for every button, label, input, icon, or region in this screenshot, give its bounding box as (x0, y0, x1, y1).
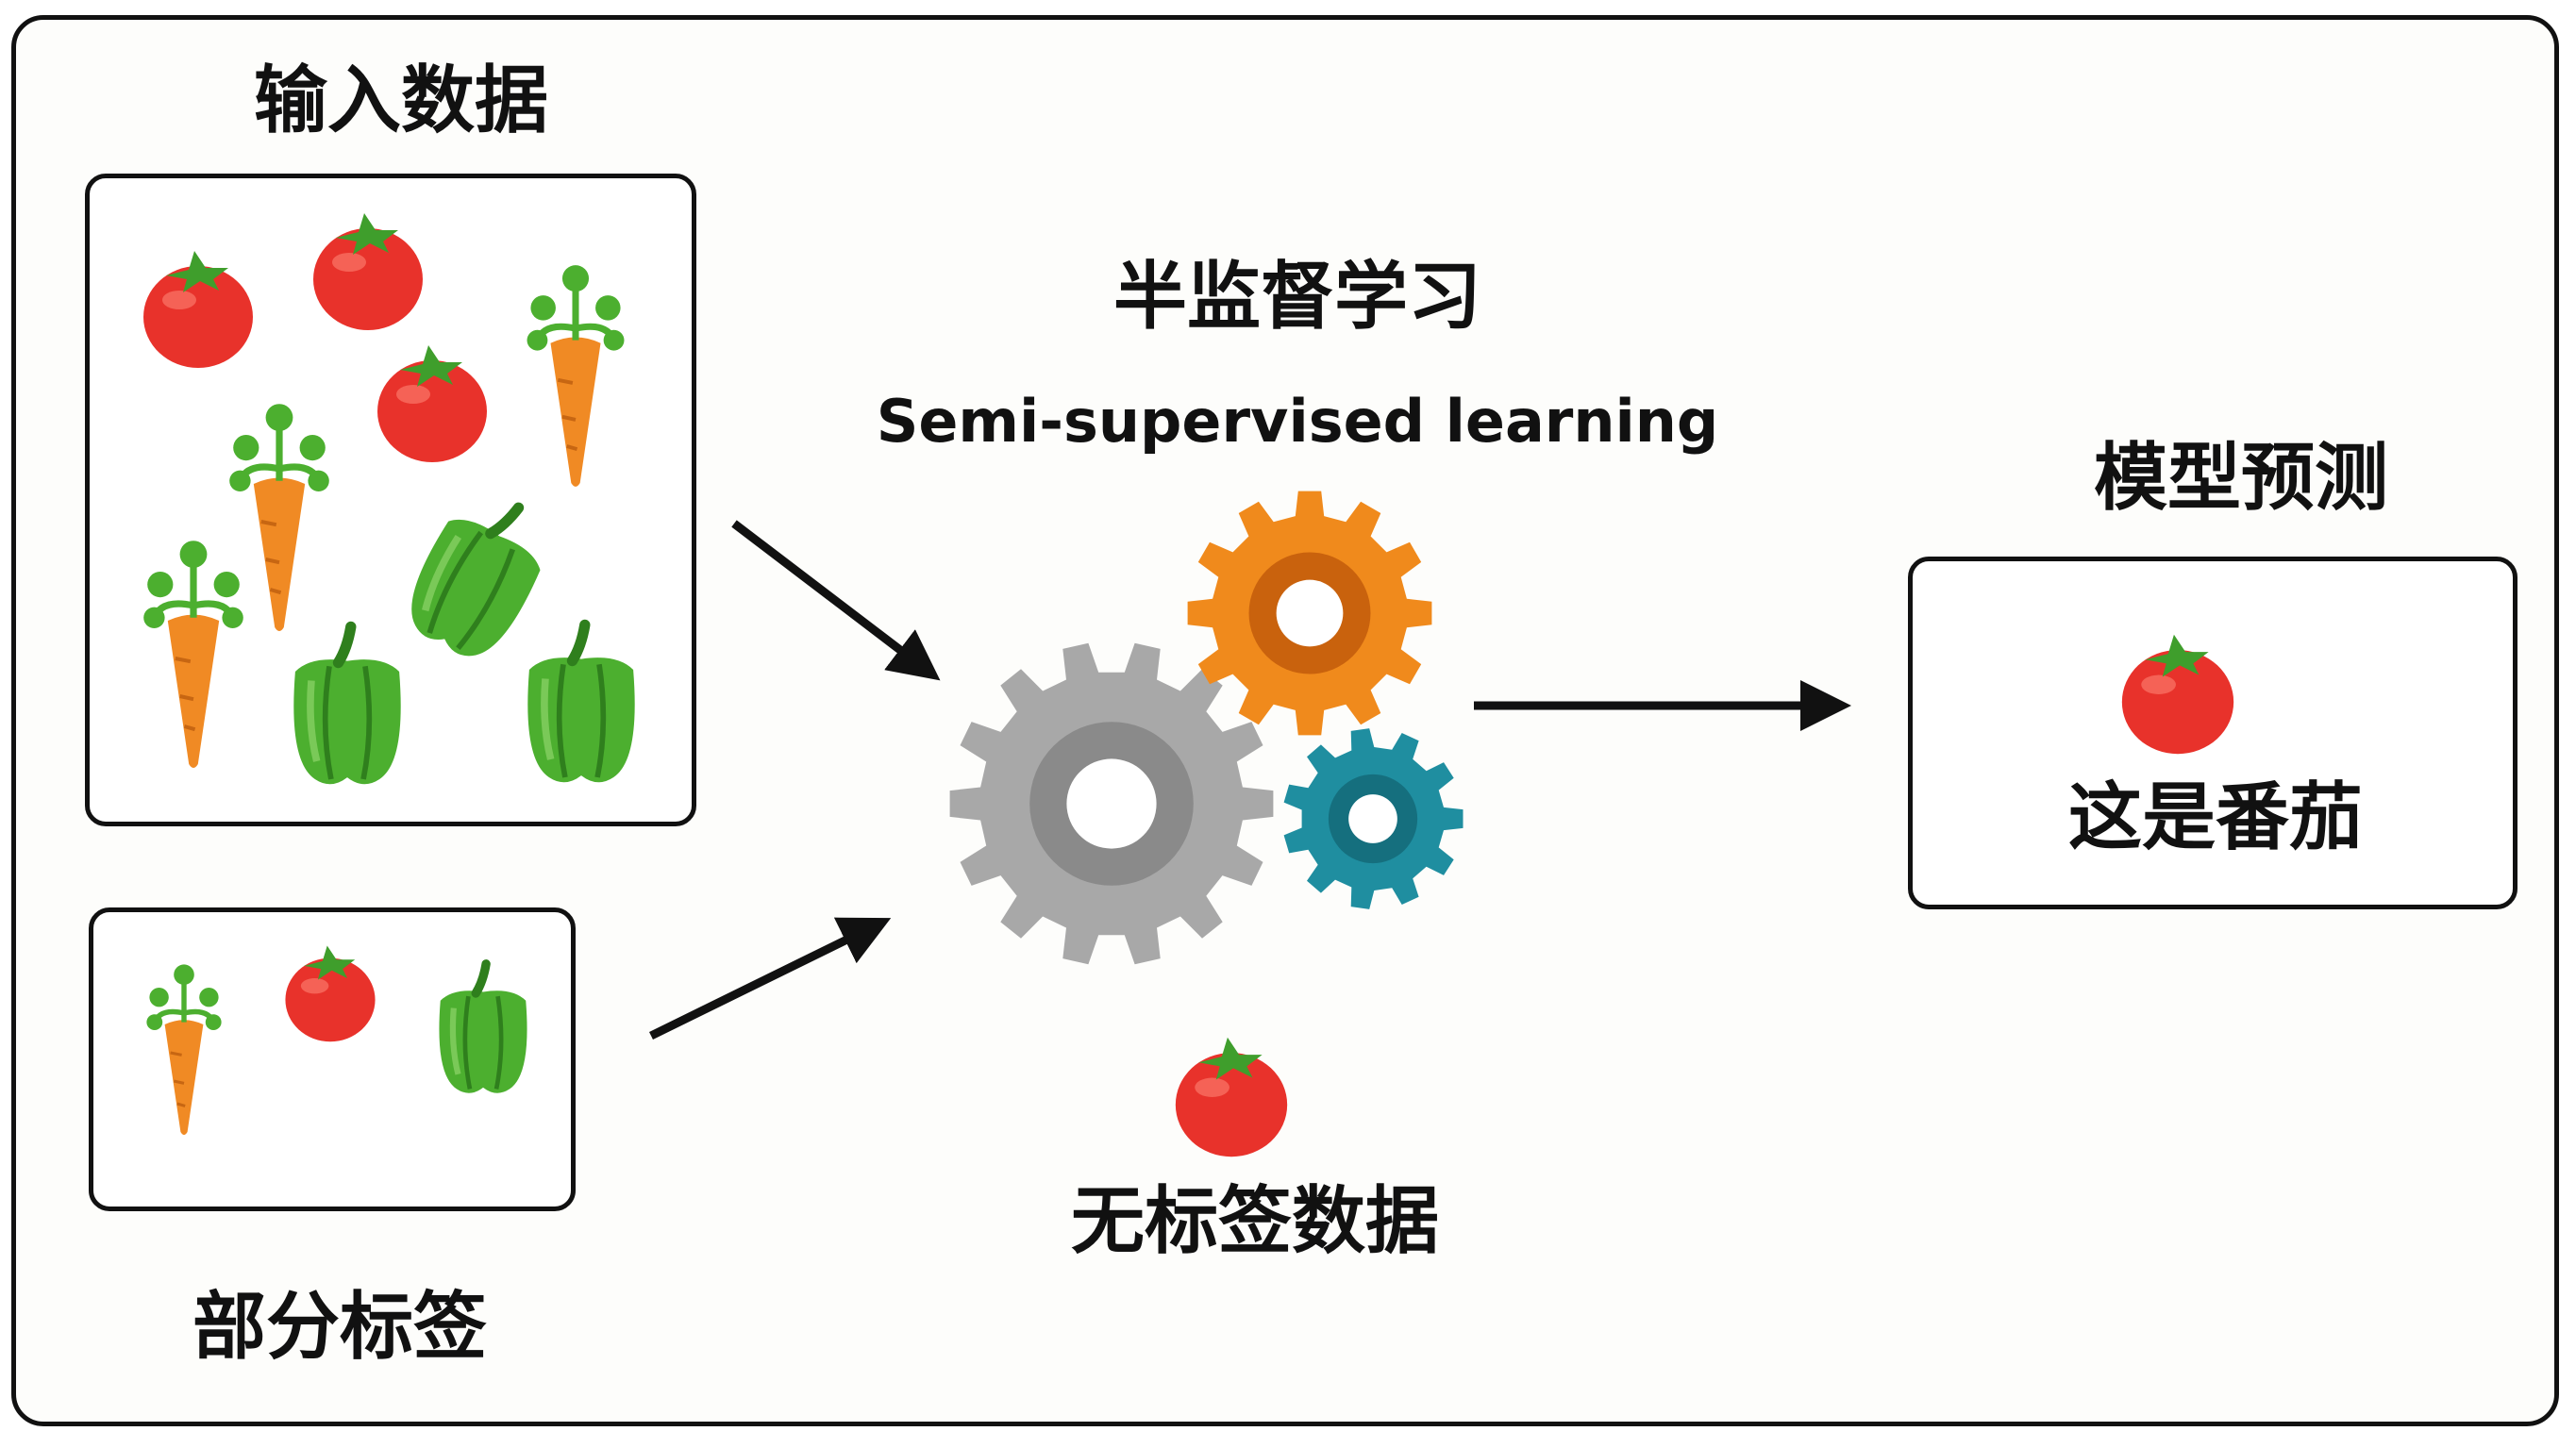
unlabeled-tomato-icon (1175, 1037, 1288, 1157)
unlabeled-data-label: 无标签数据 (1070, 1179, 1440, 1264)
partial-labels-label: 部分标签 (192, 1285, 488, 1370)
pepper-icon (527, 625, 634, 783)
tomato-icon (377, 345, 487, 462)
pepper-icon (293, 627, 400, 785)
arrow-input-to-model (731, 520, 941, 681)
input-data-label: 输入数据 (253, 58, 549, 143)
pepper-icon (394, 481, 562, 670)
prediction-title: 模型预测 (2093, 436, 2389, 521)
carrot-icon (146, 964, 221, 1135)
gear-icon (1283, 728, 1464, 909)
gear-icons (949, 491, 1464, 965)
tomato-icon (313, 213, 423, 330)
pepper-icon (439, 964, 527, 1093)
prediction-tomato-icon (2121, 634, 2234, 755)
method-title-en: Semi-supervised learning (876, 387, 1719, 456)
method-title-zh: 半监督学习 (1112, 255, 1482, 340)
carrot-icon (143, 541, 243, 768)
carrot-icon (527, 265, 625, 487)
gear-icon (1187, 491, 1432, 736)
gear-icon (949, 642, 1274, 965)
carrot-icon (229, 404, 329, 631)
tomato-icon (143, 251, 253, 368)
partial-label-items (146, 945, 527, 1135)
arrow-labels-to-model (649, 917, 892, 1040)
input-items (143, 213, 635, 784)
tomato-icon (285, 945, 376, 1042)
prediction-text: 这是番茄 (2067, 775, 2364, 860)
